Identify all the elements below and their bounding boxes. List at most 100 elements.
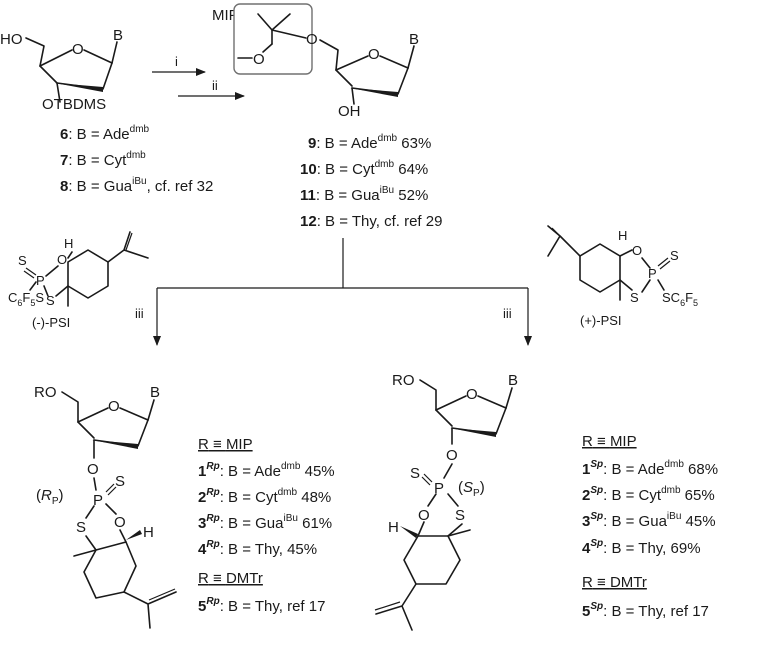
list-item: 5Rp: B = Thy, ref 17: [198, 596, 325, 615]
list-item: 6: B = Adedmb: [60, 124, 150, 143]
psi-ring-oxygen: O: [57, 252, 67, 267]
c3-oh-bond: [351, 87, 355, 105]
base-bond: [407, 45, 415, 69]
ring-bond-c4-o: [335, 55, 369, 71]
mip-group-box: [233, 3, 313, 75]
psi-pentafluorophenyl: C6F5S: [8, 290, 44, 308]
ring-oxygen: O: [108, 398, 120, 415]
hydroxyl-label: OH: [338, 103, 361, 120]
list-item: 1Sp: B = Adedmb 68%: [582, 459, 718, 478]
reagent-iii-left: iii: [135, 306, 144, 321]
ring-bond-o-c1: [379, 55, 409, 69]
p-s-chain-bond: [29, 281, 37, 291]
r-eq-mip-label: R ≡ MIP: [198, 436, 253, 453]
p-s-double-bond: [421, 473, 433, 486]
o-p-bond: [93, 477, 97, 491]
list-item: 11: B = GuaiBu 52%: [300, 185, 428, 204]
base-bond: [147, 399, 155, 421]
list-item: 12: B = Thy, cf. ref 29: [300, 213, 442, 230]
ring-bond-c4-o: [435, 395, 467, 411]
h-wedge: [126, 530, 142, 540]
c-s-bond: [619, 279, 633, 291]
thiono-sulfur: S: [410, 465, 420, 482]
c5-bond: [25, 37, 45, 67]
cyclohexane-ring: [403, 535, 461, 585]
isopropenyl-group: [123, 591, 177, 629]
reagent-iii-right: iii: [503, 306, 512, 321]
ring-bold-edge: [450, 428, 496, 437]
cyclohexane-ring: [67, 249, 109, 299]
p-s-chain-bond: [657, 279, 665, 291]
r-eq-dmtr-label: R ≡ DMTr: [582, 574, 647, 591]
ring-sulfur: S: [76, 519, 86, 536]
psi-pentafluorophenyl: SC6F5: [662, 290, 698, 308]
p-s-ring-bond: [43, 285, 49, 297]
h-label: H: [388, 519, 399, 536]
isopropenyl-double: [374, 601, 401, 611]
otbdms-label: OTBDMS: [42, 96, 106, 113]
phosphorus: P: [93, 492, 103, 509]
ring-oxygen: O: [466, 386, 478, 403]
link-oxygen: O: [306, 31, 318, 48]
c4-c3-bond: [335, 69, 353, 87]
isopropenyl-group: [547, 225, 581, 257]
p-s-ring-bond: [447, 493, 459, 507]
mip-quaternary-bonds: [271, 29, 307, 45]
stereo-descriptor: (RP): [36, 487, 64, 507]
list-item: 10: B = Cytdmb 64%: [300, 159, 428, 178]
start-compound-list: 6: B = Adedmb 7: B = Cytdmb 8: B = GuaiB…: [60, 124, 213, 195]
sp-product-structure: RO O B O P S (SP) O S H: [374, 372, 518, 631]
psi-phosphorus: P: [648, 266, 657, 281]
p-s-ring-bond: [85, 505, 95, 519]
c4-c3-bond: [77, 421, 95, 439]
product-compound-list: 9: B = Adedmb 63% 10: B = Cytdmb 64% 11:…: [300, 133, 442, 230]
ring-bond-o-c1: [83, 49, 113, 64]
ring-sulfur: S: [455, 507, 465, 524]
ring-bond-lower: [56, 62, 113, 90]
starting-nucleoside: HO O B OTBDMS: [0, 27, 123, 113]
ro-label: RO: [34, 384, 57, 401]
mip-methoxy-oxygen: O: [253, 51, 265, 68]
list-item: 7: B = Cytdmb: [60, 150, 146, 169]
mip-protected-nucleoside: MIP = O O O B OH: [212, 3, 419, 120]
psi-h-label: H: [618, 228, 627, 243]
isopropenyl-double: [125, 232, 133, 251]
isopropenyl-double: [551, 227, 563, 239]
thiono-sulfur: S: [115, 473, 125, 490]
isopropenyl-double: [148, 588, 176, 601]
o-c-bond: [417, 521, 425, 537]
psi-reagent-minus: S P O H S C6F5S (-)-PSI: [8, 231, 149, 330]
p-s-double-bond: [23, 267, 37, 279]
c-o-bond: [619, 249, 633, 257]
methyl-bond: [73, 549, 97, 557]
link-oxygen: O: [87, 461, 99, 478]
base-bond: [111, 41, 118, 64]
ring-bond-o-c1: [119, 407, 149, 421]
branch-arrows: iii iii: [135, 238, 532, 346]
ring-bold-edge: [92, 440, 138, 449]
phosphorus: P: [434, 480, 444, 497]
ring-bond-c4-o: [77, 407, 109, 423]
list-item: 8: B = GuaiBu, cf. ref 32: [60, 176, 213, 195]
r-eq-mip-label: R ≡ MIP: [582, 433, 637, 450]
methyl-bond: [447, 529, 471, 537]
base-bond: [505, 387, 513, 409]
ring-bond-o-c1: [477, 395, 507, 409]
ring-bond-c4-o: [39, 49, 73, 67]
p-o-ring-bond: [427, 493, 437, 507]
h-label: H: [143, 524, 154, 541]
isopropenyl-group: [375, 583, 417, 631]
h-bond: [67, 251, 73, 259]
psi-plus-label: (+)-PSI: [580, 313, 622, 328]
list-item: 2Sp: B = Cytdmb 65%: [582, 485, 715, 504]
ring-bold-edge: [55, 83, 103, 92]
o-p-bond: [443, 463, 453, 479]
s-c-bond: [447, 523, 463, 537]
c5-bond: [61, 391, 79, 423]
list-item: 3Rp: B = GuaiBu 61%: [198, 513, 332, 532]
list-item: 2Rp: B = Cytdmb 48%: [198, 487, 331, 506]
ring-oxygen-2: O: [418, 507, 430, 524]
psi-h-label: H: [64, 236, 73, 251]
sp-compound-list: R ≡ MIP 1Sp: B = Adedmb 68% 2Sp: B = Cyt…: [582, 433, 718, 620]
rp-compound-list: R ≡ MIP 1Rp: B = Adedmb 45% 2Rp: B = Cyt…: [198, 436, 335, 615]
